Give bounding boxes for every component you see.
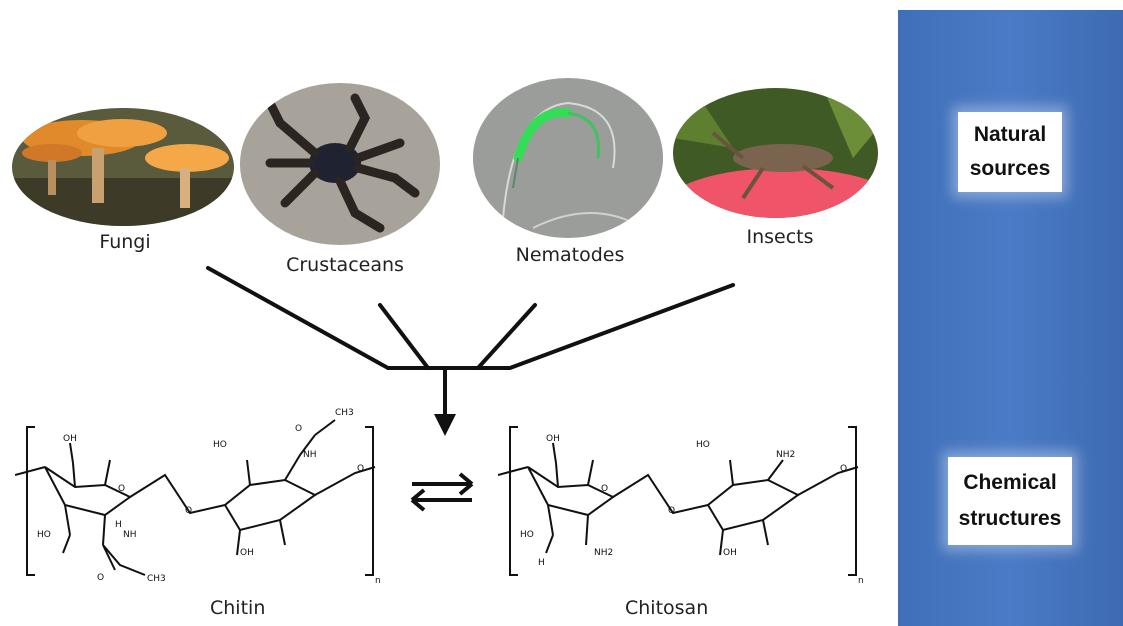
svg-text:O: O (601, 484, 608, 494)
svg-text:O: O (118, 484, 125, 494)
svg-text:NH: NH (123, 530, 137, 540)
insects-label: Insects (725, 226, 835, 248)
svg-text:CH3: CH3 (335, 408, 354, 418)
natural-sources-label: Natural sources (958, 112, 1062, 192)
svg-text:O: O (840, 464, 847, 474)
chemical-structures-label: Chemical structures (948, 457, 1072, 545)
svg-text:O: O (668, 506, 675, 516)
svg-text:H: H (538, 558, 545, 568)
svg-text:OH: OH (723, 548, 737, 558)
svg-text:n: n (858, 576, 864, 585)
svg-text:HO: HO (213, 440, 227, 450)
svg-text:HO: HO (37, 530, 51, 540)
chitin-structure: OH O H NH HO O CH3 O HO NH O CH3 OH O n (15, 405, 385, 585)
svg-text:n: n (375, 576, 381, 585)
svg-text:NH2: NH2 (776, 450, 795, 460)
svg-text:O: O (97, 573, 104, 583)
svg-text:NH2: NH2 (594, 548, 613, 558)
svg-text:HO: HO (696, 440, 710, 450)
chitosan-label: Chitosan (625, 597, 708, 619)
svg-text:O: O (185, 506, 192, 516)
svg-text:HO: HO (520, 530, 534, 540)
svg-text:OH: OH (546, 434, 560, 444)
svg-text:CH3: CH3 (147, 574, 166, 584)
right-sidebar: Natural sources Chemical structures (898, 10, 1123, 626)
chitin-atom-labels: OH O H NH HO O CH3 O HO NH O CH3 OH O n (37, 408, 381, 585)
svg-text:O: O (295, 424, 302, 434)
svg-text:H: H (115, 520, 122, 530)
svg-text:OH: OH (63, 434, 77, 444)
crustaceans-photo (240, 83, 440, 245)
svg-text:NH: NH (303, 450, 317, 460)
fungi-photo (12, 108, 234, 226)
crustaceans-label: Crustaceans (275, 254, 415, 276)
svg-text:OH: OH (240, 548, 254, 558)
down-arrow-head (434, 414, 456, 436)
equilibrium-arrows (412, 474, 472, 510)
fungi-label: Fungi (90, 231, 160, 253)
nematodes-label: Nematodes (500, 244, 640, 266)
chitin-label: Chitin (210, 597, 265, 619)
chitosan-structure: OH O NH2 HO H O HO NH2 OH O n (498, 405, 868, 585)
svg-text:O: O (357, 464, 364, 474)
nematodes-photo (473, 78, 663, 238)
insects-photo (673, 88, 878, 218)
